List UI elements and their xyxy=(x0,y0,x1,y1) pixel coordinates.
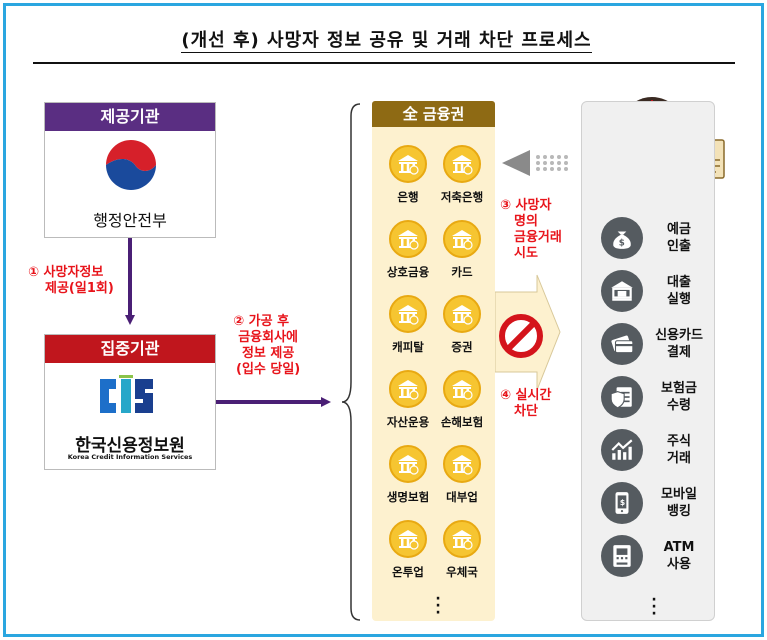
financial-sector-label: 온투업 xyxy=(392,565,424,579)
svg-text:$: $ xyxy=(620,498,625,507)
credit-card-icon xyxy=(601,323,643,365)
attempt-arrow-head xyxy=(502,150,530,176)
bank-coin-icon xyxy=(443,295,481,333)
central-box: 집중기관 한국신용정보원 Korea Credit Information Se… xyxy=(44,334,216,470)
bank-coin-icon xyxy=(443,145,481,183)
bank-coin-icon xyxy=(389,520,427,558)
svg-text:$: $ xyxy=(619,239,625,249)
financial-sector-item: 캐피탈 xyxy=(381,295,435,355)
bank-coin-icon xyxy=(389,370,427,408)
financial-sector-label: 상호금융 xyxy=(386,265,430,279)
financial-sector-item: 온투업 xyxy=(381,520,435,580)
finance-brace xyxy=(341,103,361,621)
bank-coin-icon xyxy=(443,520,481,558)
central-name: 한국신용정보원 xyxy=(75,436,185,456)
financial-sector-item: 생명보험 xyxy=(381,445,435,505)
step4-label: ④ 실시간 차단 xyxy=(500,388,552,419)
transaction-activities-panel xyxy=(581,101,715,621)
step2-label: ② 가공 후 금융회사에 정보 제공 (입수 당일) xyxy=(233,314,301,377)
page-title: (개선 후) 사망자 정보 공유 및 거래 차단 프로세스 xyxy=(181,30,592,53)
financial-sector-label: 손해보험 xyxy=(440,415,484,429)
financial-sector-label: 생명보험 xyxy=(386,490,430,504)
provider-header: 제공기관 xyxy=(45,103,215,131)
central-header: 집중기관 xyxy=(45,335,215,363)
financial-sector-item: 은행 xyxy=(381,145,435,205)
provider-name: 행정안전부 xyxy=(93,211,167,230)
financial-sector-item: 증권 xyxy=(435,295,489,355)
financial-sector-label: 캐피탈 xyxy=(392,340,424,354)
bank-coin-icon xyxy=(389,445,427,483)
stock-chart-icon xyxy=(601,429,643,471)
financial-sector-label: 우체국 xyxy=(446,565,478,579)
bank-coin-icon xyxy=(389,145,427,183)
financial-sector-label: 은행 xyxy=(397,190,419,204)
bank-coin-icon xyxy=(443,220,481,258)
bank-coin-icon xyxy=(443,370,481,408)
bank-icon xyxy=(601,270,643,312)
title-rule xyxy=(33,62,735,64)
financial-sector-item: 손해보험 xyxy=(435,370,489,430)
atm-icon xyxy=(601,535,643,577)
activities-more-dots: ··· xyxy=(651,592,657,622)
financial-sector-item: 대부업 xyxy=(435,445,489,505)
financial-more-dots: ··· xyxy=(435,591,441,621)
bank-coin-icon xyxy=(389,220,427,258)
financial-sector-header: 全 금융권 xyxy=(372,101,495,127)
provider-box: 제공기관 행정안전부 xyxy=(44,102,216,238)
money-bag-icon: $ xyxy=(601,217,643,259)
financial-sector-label: 카드 xyxy=(451,265,473,279)
financial-sector-label: 대부업 xyxy=(446,490,478,504)
no-entry-icon xyxy=(499,314,543,358)
insurance-doc-icon xyxy=(601,376,643,418)
government-emblem-icon xyxy=(104,140,158,195)
financial-sector-label: 저축은행 xyxy=(440,190,484,204)
step3-label: ③ 사망자 명의 금융거래 시도 xyxy=(500,198,562,261)
financial-sector-label: 증권 xyxy=(451,340,473,354)
financial-sector-item: 우체국 xyxy=(435,520,489,580)
financial-sector-label: 자산운용 xyxy=(386,415,430,429)
bank-coin-icon xyxy=(389,295,427,333)
bank-coin-icon xyxy=(443,445,481,483)
financial-sector-item: 저축은행 xyxy=(435,145,489,205)
kcis-logo-icon xyxy=(100,375,153,413)
financial-sector-item: 상호금융 xyxy=(381,220,435,280)
attempt-arrow-dots xyxy=(536,155,568,171)
central-name-en: Korea Credit Information Services xyxy=(67,453,193,461)
step1-label: ① 사망자정보 제공(일1회) xyxy=(28,265,114,296)
mobile-phone-icon: $ xyxy=(601,482,643,524)
financial-sector-item: 자산운용 xyxy=(381,370,435,430)
financial-sector-item: 카드 xyxy=(435,220,489,280)
